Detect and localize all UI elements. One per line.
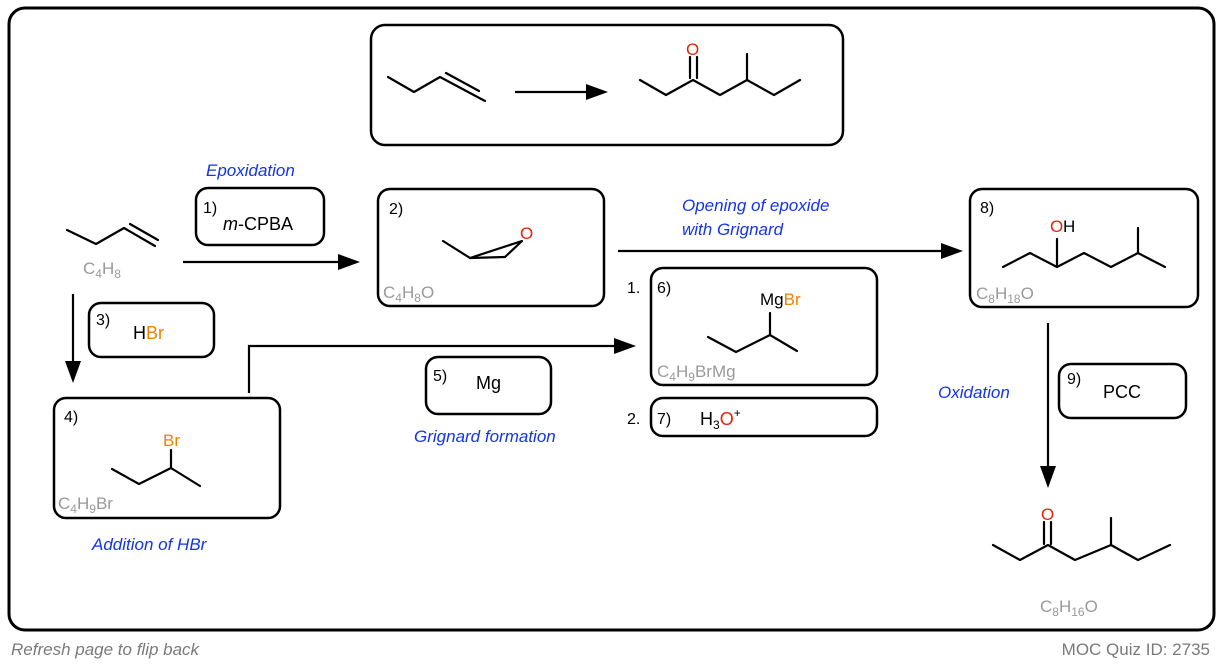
label-addition-hbr: Addition of HBr	[91, 535, 208, 554]
step5-reagent: Mg	[476, 373, 501, 393]
step5-box	[424, 355, 553, 416]
step1-number: 1)	[203, 200, 217, 217]
step2-number: 2)	[389, 201, 403, 218]
target-ketone-product: O	[638, 40, 802, 97]
step2-box	[376, 187, 606, 308]
arrow-down-to-ketone	[1040, 323, 1056, 488]
outer-frame	[7, 6, 1216, 632]
bromide-bromine: Br	[163, 431, 180, 450]
step3-reagent: HBr	[133, 323, 164, 343]
step3-box	[87, 301, 216, 359]
step3-number: 3)	[96, 312, 110, 329]
target-arrow	[515, 84, 608, 100]
step4-number: 4)	[64, 409, 78, 426]
epoxide-structure: O	[441, 224, 533, 260]
step5-number: 5)	[433, 368, 447, 385]
step6-box	[649, 266, 879, 387]
grignard-label: MgBr	[760, 290, 801, 309]
formula-c4h8o: C4H8O	[383, 283, 434, 305]
step6-prefix: 1.	[627, 280, 640, 297]
alcohol-structure: O H	[1001, 217, 1167, 269]
arrow-down-to-bromide	[65, 294, 81, 383]
step8-box	[968, 187, 1200, 309]
ketone-oxygen: O	[1041, 505, 1054, 524]
arrow-to-grignard	[247, 338, 636, 393]
step4-box	[52, 396, 282, 520]
target-box	[369, 23, 845, 147]
step7-number: 7)	[657, 411, 671, 428]
label-opening-line2: with Grignard	[682, 220, 784, 239]
grignard-structure: MgBr	[706, 290, 801, 354]
step8-number: 8)	[980, 200, 994, 217]
arrow-to-alcohol	[618, 243, 963, 259]
butene-start	[65, 222, 160, 248]
step1-box	[194, 186, 326, 247]
target-starting-alkene	[386, 71, 487, 103]
bromide-structure: Br	[110, 431, 202, 488]
epoxide-oxygen: O	[520, 224, 533, 243]
formula-c8h16o: C8H16O	[1040, 597, 1098, 619]
step1-reagent: m-CPBA	[223, 214, 293, 234]
step7-box	[649, 396, 879, 438]
alcohol-hydrogen: H	[1063, 217, 1075, 236]
formula-c4h9brmg: C4H9BrMg	[657, 362, 736, 384]
target-ketone-oxygen: O	[686, 40, 699, 59]
label-oxidation: Oxidation	[938, 383, 1010, 402]
ketone-product: O	[991, 505, 1172, 562]
formula-c4h8: C4H8	[83, 259, 121, 281]
footer-refresh-hint[interactable]: Refresh page to flip back	[11, 640, 201, 659]
label-grignard-formation: Grignard formation	[414, 427, 556, 446]
label-epoxidation: Epoxidation	[206, 161, 295, 180]
formula-c4h9br: C4H9Br	[58, 494, 113, 516]
step9-box	[1057, 362, 1188, 420]
step7-prefix: 2.	[627, 411, 640, 428]
step9-reagent: PCC	[1103, 382, 1141, 402]
footer-quiz-id: MOC Quiz ID: 2735	[1062, 640, 1210, 659]
label-opening-line1: Opening of epoxide	[682, 196, 829, 215]
formula-c8h18o: C8H18O	[976, 284, 1034, 306]
step6-number: 6)	[657, 280, 671, 297]
arrow-to-epoxide	[183, 254, 360, 270]
step7-reagent: H3O+	[700, 406, 741, 432]
alcohol-oxygen: O	[1050, 217, 1063, 236]
step9-number: 9)	[1067, 371, 1081, 388]
